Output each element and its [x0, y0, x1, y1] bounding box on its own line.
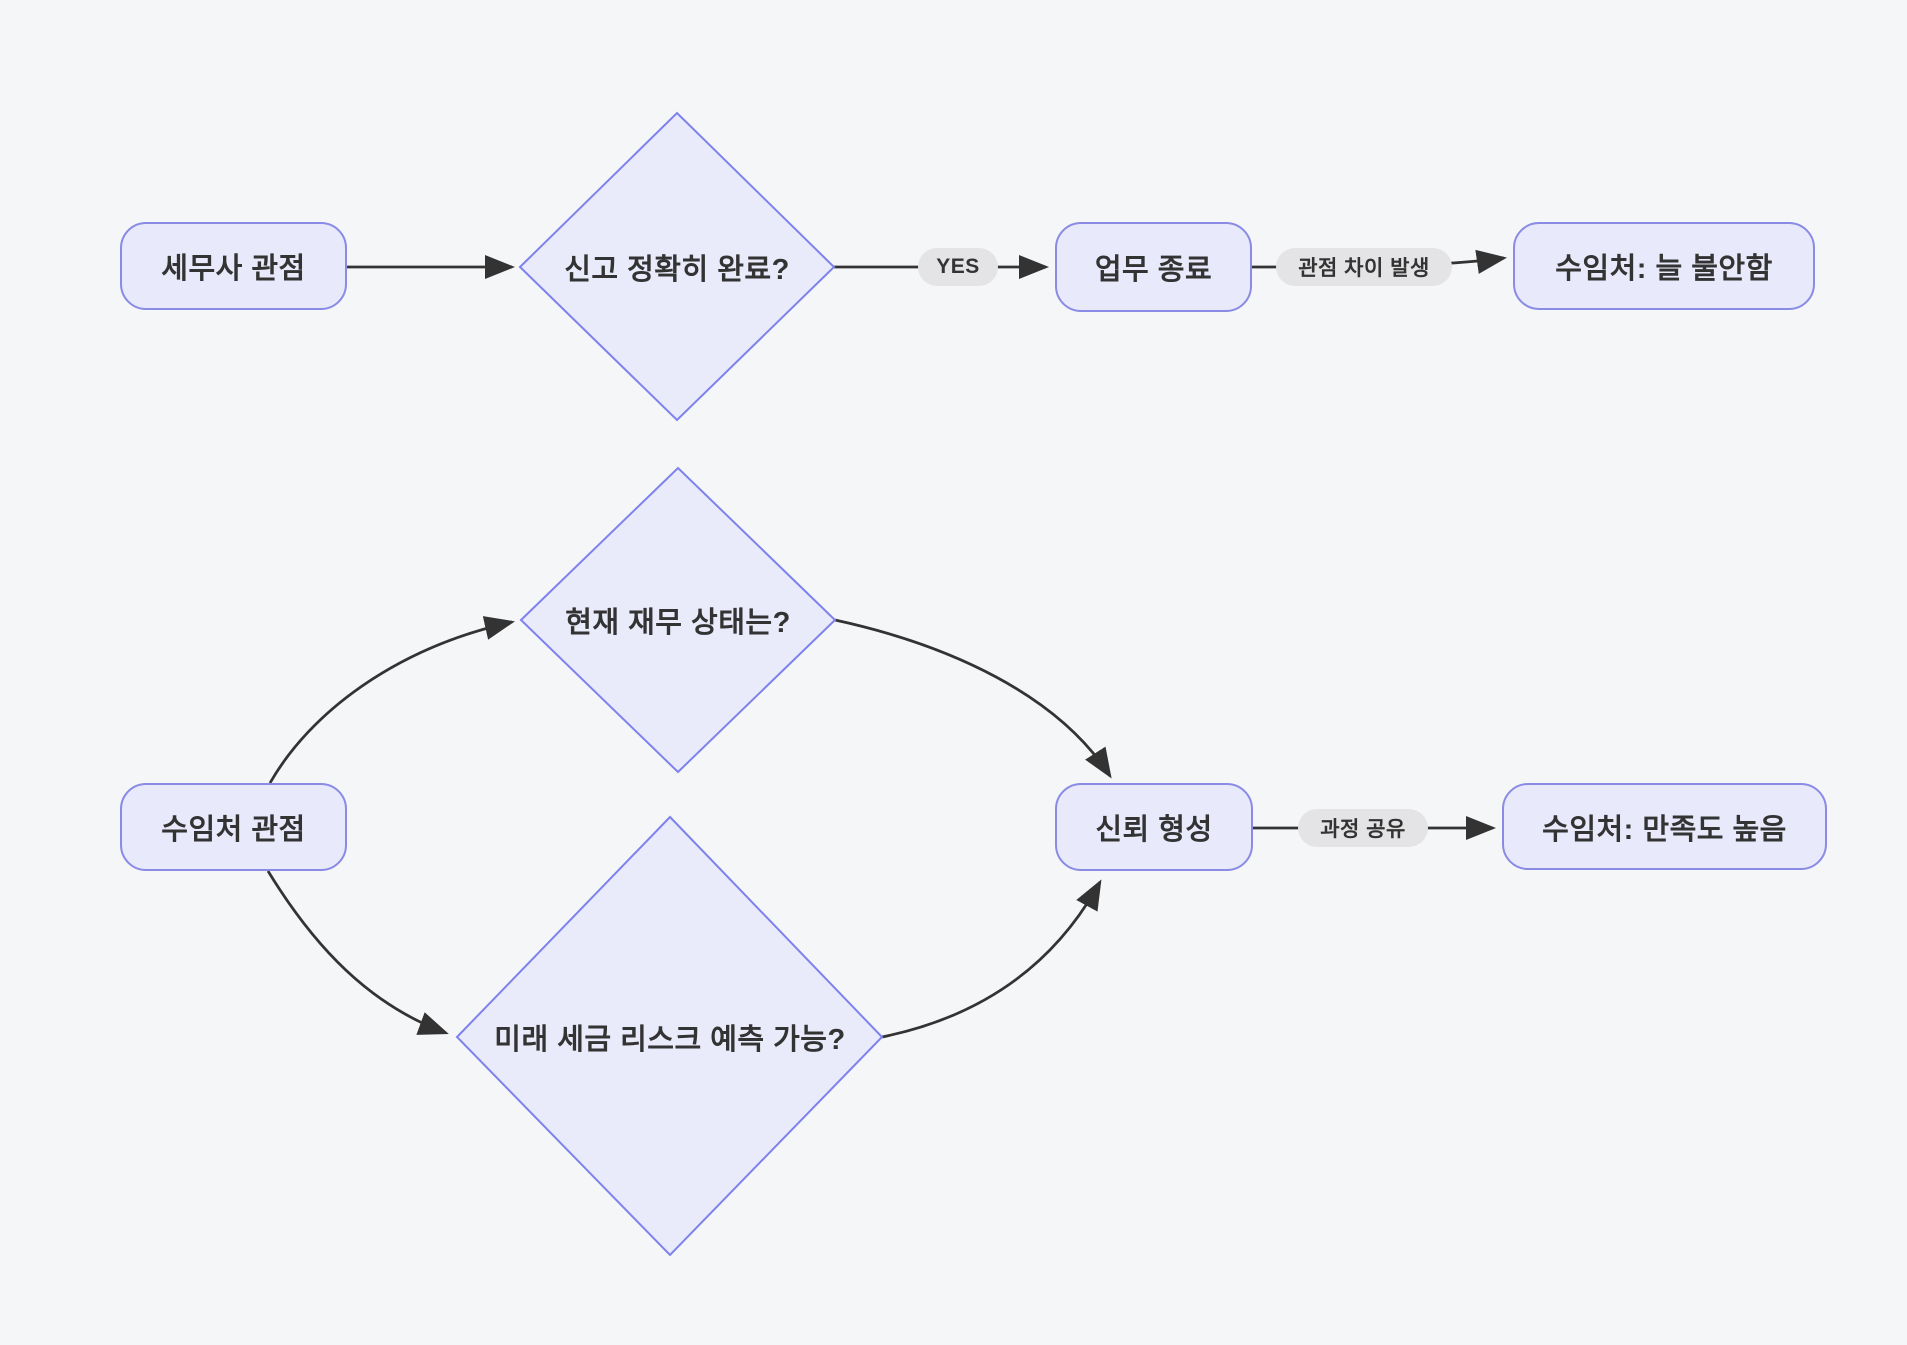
node-work-end: 업무 종료: [1055, 222, 1252, 312]
node-client-high-satisfaction: 수임처: 만족도 높음: [1502, 783, 1827, 870]
node-client-always-anxious: 수임처: 늘 불안함: [1513, 222, 1815, 310]
edge-clientview-to-riskq: [266, 870, 449, 1035]
edge-label-yes: YES: [918, 248, 998, 286]
decision-current-finance-label: 현재 재무 상태는?: [565, 607, 791, 639]
edge-clientview-to-financeq: [268, 616, 515, 784]
decision-report-complete-label: 신고 정확히 완료?: [564, 254, 790, 286]
edge-label-process-sharing: 과정 공유: [1298, 809, 1428, 847]
node-trust-building: 신뢰 형성: [1055, 783, 1253, 871]
decision-future-tax-risk-shape: [455, 815, 884, 1257]
edge-riskq-to-trust: [881, 879, 1102, 1039]
node-tax-accountant-view: 세무사 관점: [120, 222, 347, 310]
decision-report-complete-shape: [518, 111, 836, 422]
decision-future-tax-risk-label: 미래 세금 리스크 예측 가능?: [494, 1024, 846, 1056]
edge-label-perspective-gap: 관점 차이 발생: [1276, 248, 1452, 286]
node-client-view: 수임처 관점: [120, 783, 347, 871]
decision-current-finance-shape: [519, 466, 837, 774]
edge-financeq-to-trust: [834, 618, 1112, 779]
